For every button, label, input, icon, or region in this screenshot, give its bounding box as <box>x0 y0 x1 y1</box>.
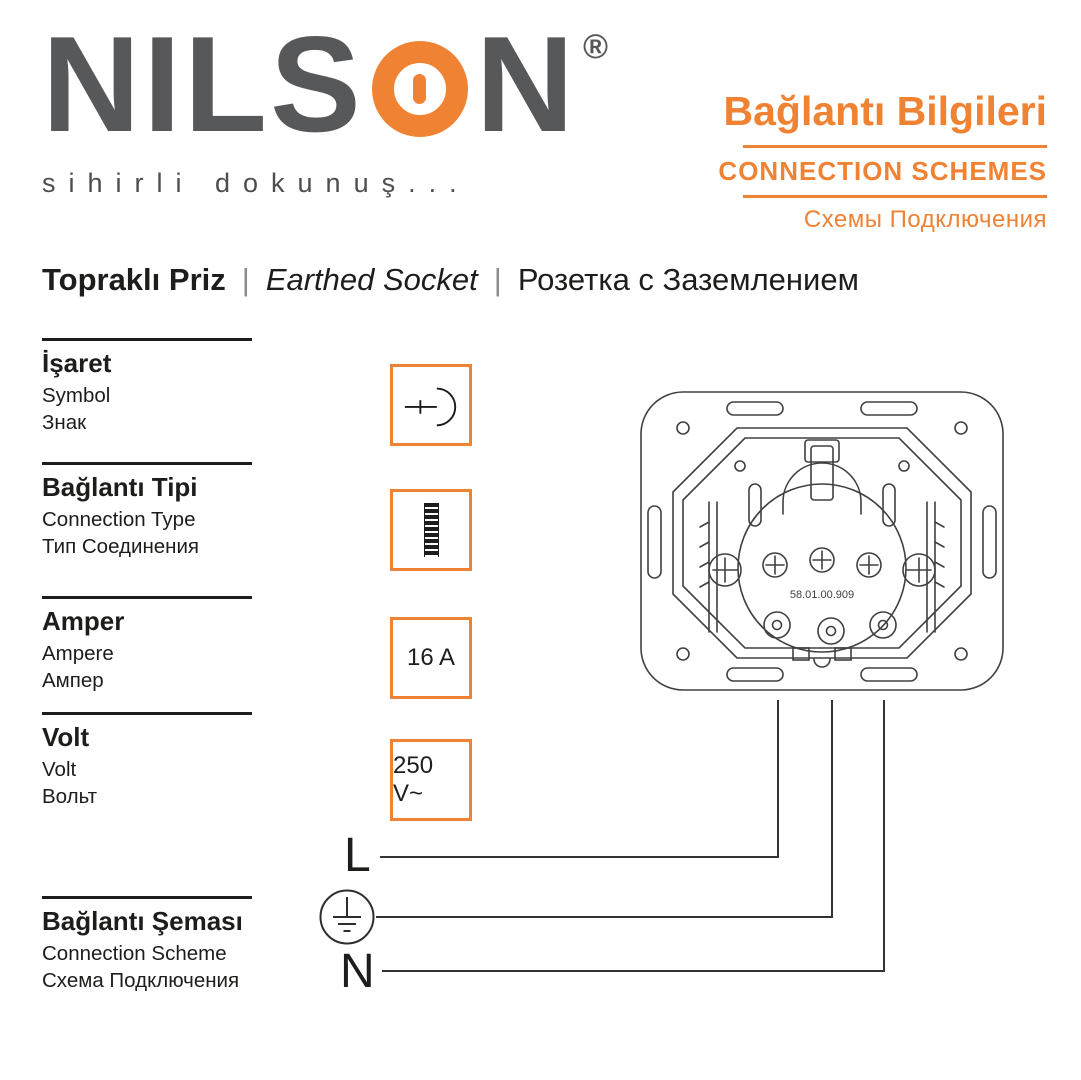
live-wire-vertical <box>777 700 779 858</box>
socket-mechanism-diagram: 58.01.00.909 <box>640 391 1004 691</box>
product-title: Topraklı Priz | Earthed Socket | Розетка… <box>42 262 859 298</box>
wordmark-left: NILS <box>42 8 364 160</box>
connection-scheme-label: Bağlantı Şeması Connection Scheme Схема … <box>42 896 252 994</box>
earth-wire <box>376 916 831 918</box>
brand-tagline: sihirli dokunuş... <box>42 168 470 198</box>
spec-sub-ru: Вольт <box>42 785 98 809</box>
registered-trademark: ® <box>583 28 609 66</box>
neutral-line-label: N <box>340 945 375 998</box>
header-title-en: CONNECTION SCHEMES <box>718 156 1047 186</box>
product-name-tr: Topraklı Priz <box>42 262 226 297</box>
spec-sub-en: Connection Type <box>42 508 196 531</box>
earth-symbol-icon <box>318 888 376 946</box>
spec-title: Volt <box>42 722 90 752</box>
logo-pill-icon <box>413 74 427 104</box>
header-title-tr: Bağlantı Bilgileri <box>723 88 1048 134</box>
title-separator: | <box>493 262 502 297</box>
header-divider <box>743 195 1047 198</box>
connection-type-value-box <box>390 489 472 571</box>
product-name-ru: Розетка с Заземлением <box>517 262 859 297</box>
spec-sub-ru: Знак <box>42 411 87 435</box>
header-title-ru: Схемы Подключения <box>803 205 1047 233</box>
symbol-value-box <box>390 364 472 446</box>
ampere-value: 16 A <box>406 644 456 671</box>
spec-sub-en: Ampere <box>42 642 114 665</box>
spec-voltage: Volt Volt Вольт <box>42 712 252 810</box>
spec-title: İşaret <box>42 348 112 378</box>
neutral-wire-vertical <box>883 700 885 972</box>
logo-o-icon <box>371 41 468 137</box>
spec-sub-en: Volt <box>42 758 77 781</box>
screw-terminal-icon <box>423 503 439 557</box>
spec-sub-ru: Тип Соединения <box>42 535 200 559</box>
spec-sub-ru: Схема Подключения <box>42 969 240 993</box>
voltage-value-box: 250 V~ <box>390 739 472 821</box>
mounting-plate <box>640 391 1004 691</box>
spec-symbol: İşaret Symbol Знак <box>42 338 252 436</box>
spec-title: Bağlantı Şeması <box>42 906 243 936</box>
title-separator: | <box>241 262 250 297</box>
live-line-label: L <box>344 829 371 882</box>
part-number: 58.01.00.909 <box>790 589 854 601</box>
spec-connection-type: Bağlantı Tipi Connection Type Тип Соедин… <box>42 462 252 560</box>
spec-title: Bağlantı Tipi <box>42 472 198 502</box>
page-header: Bağlantı Bilgileri CONNECTION SCHEMES Сх… <box>667 88 1047 234</box>
brand-logo: NILS N ® sihirli dokunuş... <box>42 16 608 199</box>
spec-sub-en: Symbol <box>42 384 111 407</box>
socket-symbol-icon <box>404 387 457 427</box>
spec-title: Amper <box>42 606 125 636</box>
ampere-value-box: 16 A <box>390 617 472 699</box>
spec-sub-en: Connection Scheme <box>42 942 227 965</box>
wordmark-right: N <box>475 8 578 160</box>
product-name-en: Earthed Socket <box>265 262 478 297</box>
header-divider <box>743 145 1047 148</box>
live-wire <box>380 856 777 858</box>
voltage-value: 250 V~ <box>393 752 434 807</box>
spec-sub-ru: Ампер <box>42 669 104 693</box>
earth-wire-vertical <box>831 700 833 918</box>
neutral-wire <box>382 970 883 972</box>
brand-wordmark: NILS N ® <box>42 16 608 152</box>
spec-ampere: Amper Ampere Ампер <box>42 596 252 694</box>
